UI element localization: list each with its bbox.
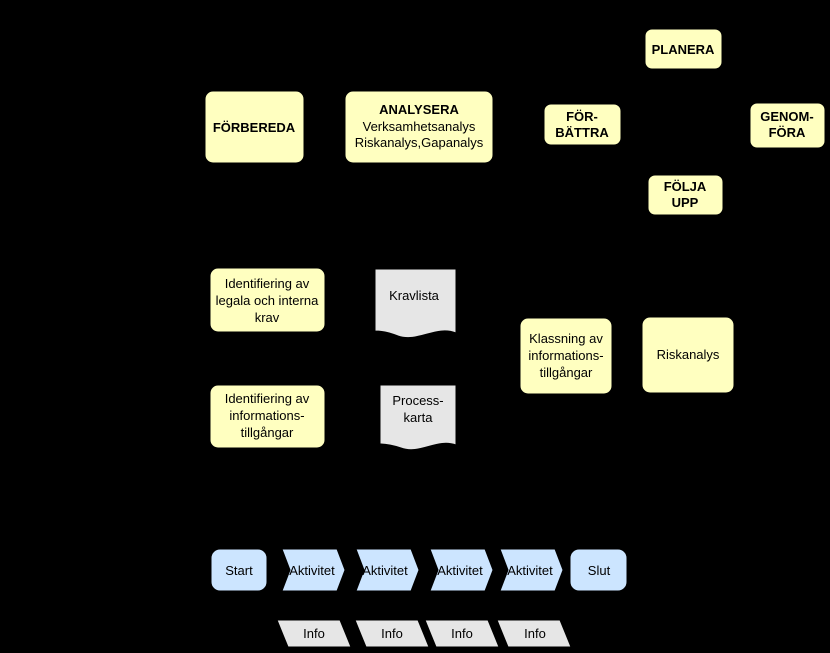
legal-line1: Identifiering av: [225, 276, 310, 291]
activity-2-label: Aktivitet: [362, 563, 408, 578]
connectors: [305, 127, 688, 620]
pdca-cycle: PDCA: [637, 85, 736, 168]
analysera-line2: Riskanalys,Gapanalys: [355, 135, 484, 150]
info-3: Info: [424, 619, 500, 648]
box-identifiering-informationstillgangar: Identifiering av informations- tillgånga…: [209, 384, 326, 449]
planera-label: PLANERA: [652, 42, 715, 57]
kravlista-label: Kravlista: [389, 288, 440, 303]
chevron-activity-3: Aktivitet: [429, 548, 494, 592]
forbattra-line2: BÄTTRA: [555, 125, 609, 140]
box-slut: Slut: [569, 548, 628, 592]
genomfora-line2: FÖRA: [769, 125, 806, 140]
doc-kravlista: Kravlista: [374, 268, 457, 339]
forbereda-label: FÖRBEREDA: [213, 120, 296, 135]
box-genomfora: GENOM- FÖRA: [749, 102, 826, 149]
legal-line3: krav: [255, 310, 280, 325]
forbattra-line1: FÖR-: [566, 109, 598, 124]
info-id-line1: Identifiering av: [225, 391, 310, 406]
info-4: Info: [496, 619, 572, 648]
info-id-line3: tillgångar: [241, 425, 294, 440]
info-id-line2: informations-: [229, 408, 304, 423]
chevron-activity-1: Aktivitet: [281, 548, 346, 592]
genomfora-line1: GENOM-: [760, 109, 813, 124]
riskanalys-label: Riskanalys: [657, 347, 720, 362]
pdca-cycle-arrowhead: [637, 143, 665, 166]
processkarta-line1: Process-: [392, 393, 443, 408]
box-forbattra: FÖR- BÄTTRA: [543, 103, 622, 146]
chevron-activity-2: Aktivitet: [355, 548, 420, 592]
row-label-processkartlaggning: Processkartläggning: [8, 563, 144, 580]
box-riskanalys: Riskanalys: [641, 316, 735, 394]
info-4-label: Info: [524, 626, 546, 641]
folja-upp-line1: FÖLJA: [664, 179, 707, 194]
folja-upp-line2: UPP: [672, 195, 699, 210]
analysera-line1: Verksamhetsanalys: [363, 119, 476, 134]
box-forbereda: FÖRBEREDA: [204, 90, 305, 164]
box-identifiering-legala-krav: Identifiering av legala och interna krav: [209, 267, 326, 333]
klassning-line1: Klassning av: [529, 331, 603, 346]
start-label: Start: [225, 563, 253, 578]
pdca-center-label: PDCA: [662, 120, 695, 134]
box-start: Start: [210, 548, 268, 592]
doc-processkarta: Process- karta: [379, 384, 457, 451]
info-3-label: Info: [451, 626, 473, 641]
info-2-label: Info: [381, 626, 403, 641]
klassning-line3: tillgångar: [540, 365, 593, 380]
analysera-title: ANALYSERA: [379, 102, 459, 117]
box-klassning: Klassning av informations- tillgångar: [519, 317, 613, 395]
chevron-activity-4: Aktivitet: [499, 548, 564, 592]
arrow-kravlista-klassning: [456, 299, 517, 355]
activity-3-label: Aktivitet: [437, 563, 483, 578]
box-folja-upp: FÖLJA UPP: [647, 174, 724, 216]
info-2: Info: [354, 619, 430, 648]
diagram-title: LIS-METODEN: [2, 4, 145, 27]
activity-4-label: Aktivitet: [507, 563, 553, 578]
box-analysera: ANALYSERA Verksamhetsanalys Riskanalys,G…: [344, 90, 494, 164]
row-label-verksamhetsanalys: Verksamhetsanalys: [8, 343, 138, 360]
legal-line2: legala och interna: [216, 293, 319, 308]
box-planera: PLANERA: [644, 28, 723, 70]
info-1: Info: [276, 619, 352, 648]
processkarta-line2: karta: [404, 410, 434, 425]
klassning-line2: informations-: [528, 348, 603, 363]
pdca-cycle-arc: [647, 85, 736, 168]
activity-1-label: Aktivitet: [289, 563, 335, 578]
slut-label: Slut: [588, 563, 611, 578]
line-processkarta-klassning: [456, 355, 486, 414]
row-label-lis-process: LIS-process: [8, 120, 88, 137]
info-1-label: Info: [303, 626, 325, 641]
